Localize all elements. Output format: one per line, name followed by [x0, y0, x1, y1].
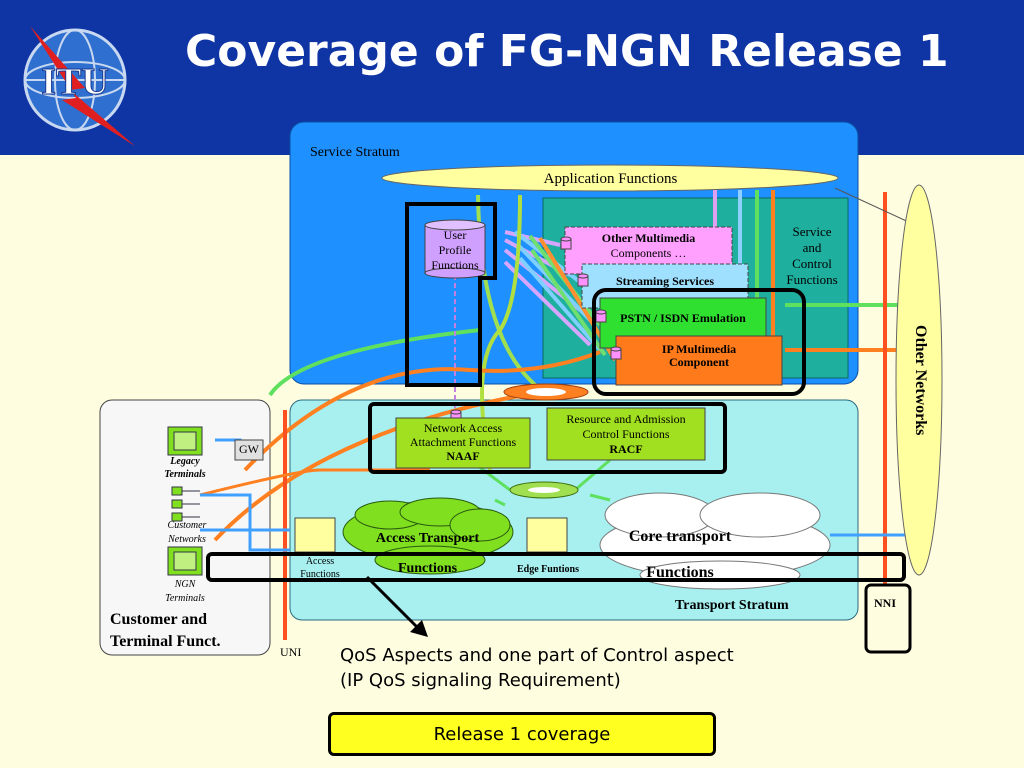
qos-note: QoS Aspects and one part of Control aspe…	[340, 645, 734, 691]
legacy-terminal-icon	[167, 426, 203, 456]
nni-label: NNI	[874, 596, 897, 610]
itu-logo: ITU	[23, 26, 135, 146]
edge-functions-label: Edge Funtions	[517, 564, 579, 575]
customer-panel	[99, 399, 271, 656]
access-transport-cloud	[342, 497, 514, 575]
core-transport-cloud	[599, 492, 831, 590]
transport-stratum-label: Transport Stratum	[675, 598, 789, 613]
ngn-terminal-icon	[167, 546, 203, 576]
streaming-services-label: Streaming Services	[615, 274, 715, 288]
pstn-emulation-label: PSTN / ISDN Emulation	[620, 311, 746, 325]
user-profile-db	[424, 219, 486, 279]
release-coverage-badge: Release 1 coverage	[328, 712, 716, 756]
service-stratum-label: Service Stratum	[310, 145, 400, 160]
gw-label: GW	[239, 442, 259, 456]
uni-label: UNI	[280, 645, 302, 659]
application-functions-label: Application Functions	[543, 170, 678, 187]
page-title: Coverage of FG-NGN Release 1	[185, 26, 949, 77]
other-networks-label: Other Networks	[912, 325, 929, 436]
logo-text: ITU	[41, 61, 109, 103]
customer-network-icon	[171, 486, 200, 522]
